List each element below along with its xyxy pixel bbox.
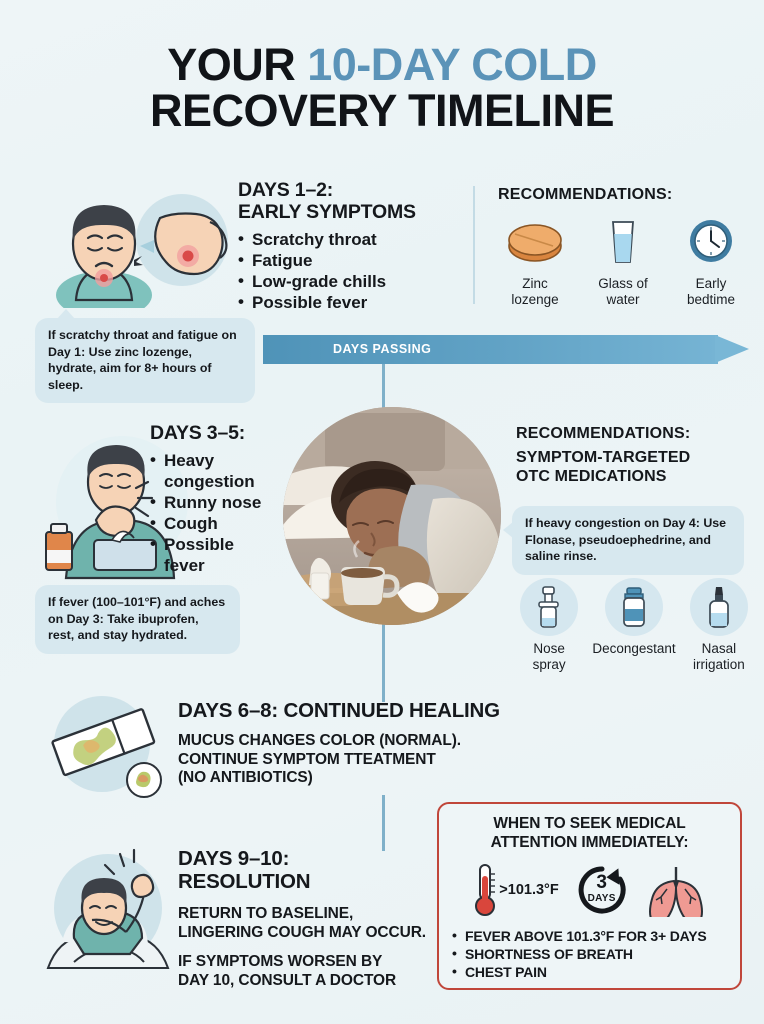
stage-4-body-line: IF SYMPTOMS WORSEN BY — [178, 953, 383, 971]
list-item: Possible fever — [238, 291, 453, 313]
stage-1-text: DAYS 1–2: EARLY SYMPTOMS Scratchy throat… — [238, 179, 453, 313]
recommendations-subtitle-line-2: OTC MEDICATIONS — [516, 467, 667, 485]
list-item: Possible fever — [150, 533, 275, 576]
title-part-your: YOUR — [167, 39, 308, 90]
stage-4-body-line: DAY 10, CONSULT A DOCTOR — [178, 971, 397, 989]
alert-icon-row: >101.3°F 3 DAYS — [452, 860, 727, 920]
stage-4-illustration — [44, 846, 174, 971]
recommendations-title: RECOMMENDATIONS: — [498, 186, 673, 203]
connector-line-2 — [382, 624, 385, 702]
list-item: Scratchy throat — [238, 228, 453, 250]
list-item: SHORTNESS OF BREATH — [452, 945, 727, 964]
alert-fever-indicator: >101.3°F — [472, 862, 559, 918]
days-passing-bar-body — [263, 335, 718, 364]
zinc-lozenge-icon — [508, 224, 562, 262]
stage-2-heading: DAYS 3–5: — [150, 422, 246, 444]
stage-4-body-line: LINGERING COUGH MAY OCCUR. — [178, 923, 427, 941]
days-passing-label: DAYS PASSING — [333, 342, 432, 356]
alert-title-line-1: WHEN TO SEEK MEDICAL — [493, 815, 686, 832]
alert-three-days-indicator: 3 DAYS — [575, 863, 629, 917]
icon-caption: bedtime — [686, 291, 736, 307]
stage-1-heading-line-2: EARLY SYMPTOMS — [238, 200, 416, 223]
connector-line-3 — [382, 795, 385, 851]
icon-caption: spray — [532, 656, 566, 672]
list-item: CHEST PAIN — [452, 963, 727, 982]
icon-caption: Nasal — [701, 641, 737, 656]
icon-caption: Glass of — [598, 276, 648, 291]
nasal-spray-icon — [538, 586, 559, 628]
stage-3-body-line: CONTINUE SYMPTOM TTEATMENT — [178, 750, 436, 768]
rec-item-decongestant: Decongestant — [592, 578, 676, 672]
stage-1-symptom-list: Scratchy throat Fatigue Low-grade chills… — [238, 228, 453, 313]
icon-caption: irrigation — [692, 656, 745, 672]
connector-line-1 — [382, 364, 385, 408]
nasal-irrigation-icon — [709, 587, 729, 628]
stage-3-body-line: MUCUS CHANGES COLOR (NORMAL). — [178, 731, 461, 749]
stage-1-callout: If scratchy throat and fatigue on Day 1:… — [35, 309, 255, 403]
water-glass-icon — [612, 221, 634, 263]
icon-disc — [520, 578, 579, 636]
icon-caption: Early — [695, 276, 727, 291]
alert-days-count: 3 — [596, 872, 607, 894]
icon-caption: Zinc — [522, 276, 548, 291]
stage-3-heading: DAYS 6–8: CONTINUED HEALING — [178, 699, 500, 722]
stage-4-body-line: RETURN TO BASELINE, — [178, 904, 354, 922]
icon-disc — [689, 578, 748, 636]
alert-days-unit: DAYS — [587, 893, 616, 905]
stage-4-heading-line-1: DAYS 9–10: — [178, 847, 290, 870]
list-item: Heavy congestion — [150, 449, 275, 492]
sleeping-woman-photo — [283, 407, 501, 625]
title-part-10-day-cold: 10-DAY COLD — [307, 39, 597, 90]
alert-title-line-2: ATTENTION IMMEDIATELY: — [490, 833, 689, 851]
title-line-1: YOUR 10-DAY COLD — [0, 42, 764, 88]
recommendations-subtitle-line-1: SYMPTOM-TARGETED — [516, 449, 691, 466]
lungs-icon — [648, 867, 703, 918]
stage-1-illustration — [42, 182, 232, 319]
alert-warning-list: FEVER ABOVE 101.3°F FOR 3+ DAYS SHORTNES… — [452, 927, 727, 982]
recommendations-title: RECOMMENDATIONS: — [516, 425, 691, 442]
stage-1-divider — [473, 186, 475, 304]
stage-2-callout: If fever (100–101°F) and aches on Day 3:… — [35, 585, 240, 654]
title-line-2: RECOVERY TIMELINE — [149, 84, 615, 136]
icon-disc — [605, 578, 663, 636]
icon-caption: lozenge — [511, 291, 559, 307]
three-days-arrow-icon — [578, 866, 626, 914]
stage-4-heading-line-2: RESOLUTION — [178, 869, 311, 893]
icon-caption: water — [606, 291, 640, 307]
alert-temperature-label: >101.3°F — [499, 882, 559, 899]
list-item: Fatigue — [238, 249, 453, 271]
list-item: Cough — [150, 512, 275, 534]
stage-4-text: DAYS 9–10: RESOLUTION RETURN TO BASELINE… — [178, 847, 428, 990]
icon-caption: Decongestant — [592, 641, 676, 656]
medical-alert-box: WHEN TO SEEK MEDICAL ATTENTION IMMEDIATE… — [437, 802, 742, 990]
stage-1-heading-line-1: DAYS 1–2: — [238, 179, 334, 201]
stage-3-body-line: (NO ANTIBIOTICS) — [178, 769, 313, 787]
stage-2-text: DAYS 3–5: Heavy congestion Runny nose Co… — [150, 422, 275, 576]
stage-3-illustration — [44, 692, 172, 802]
stage-2-recommendation-callout: If heavy congestion on Day 4: Use Flonas… — [503, 506, 744, 575]
decongestant-vial-icon — [623, 587, 645, 627]
list-item: Runny nose — [150, 491, 275, 513]
icon-caption: Nose — [533, 641, 565, 656]
stage-2-recommendations: RECOMMENDATIONS: SYMPTOM-TARGETED OTC ME… — [516, 425, 756, 487]
days-passing-arrow-icon — [715, 335, 749, 363]
days-passing-bar: DAYS PASSING — [263, 335, 750, 364]
clock-icon — [690, 220, 732, 262]
list-item: Low-grade chills — [238, 270, 453, 292]
stage-3-text: DAYS 6–8: CONTINUED HEALING MUCUS CHANGE… — [178, 699, 518, 788]
page-title: YOUR 10-DAY COLD RECOVERY TIMELINE — [0, 0, 764, 134]
stage-2-symptom-list: Heavy congestion Runny nose Cough Possib… — [150, 449, 275, 576]
list-item: FEVER ABOVE 101.3°F FOR 3+ DAYS — [452, 927, 727, 946]
thermometer-icon — [475, 864, 496, 917]
